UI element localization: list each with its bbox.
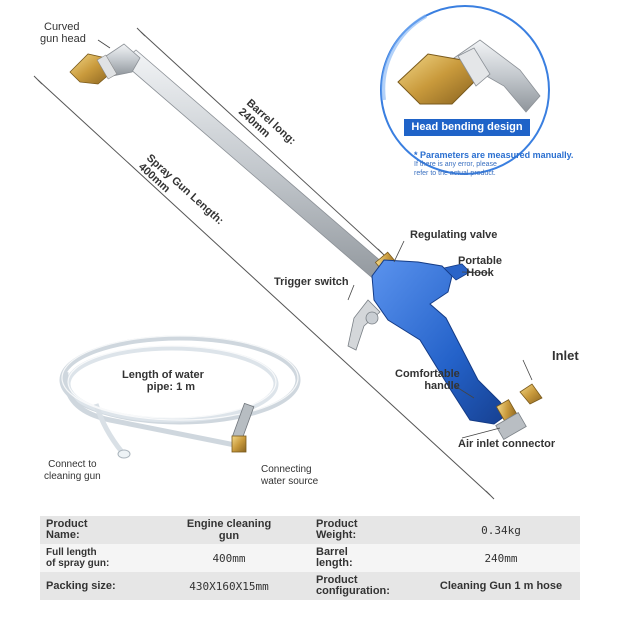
label-pointers xyxy=(97,39,533,439)
water-source-connector xyxy=(231,402,255,453)
connecting-water-source-label: Connecting water source xyxy=(261,464,318,488)
comfortable-handle-line-2: handle xyxy=(424,380,460,392)
spec-key: Product configuration: xyxy=(310,572,422,600)
spec-value: Cleaning Gun 1 m hose xyxy=(422,572,580,600)
spec-key: Product Weight: xyxy=(310,516,422,544)
curved-gun-head-label: Curved gun head xyxy=(40,21,86,45)
spec-key: Full length of spray gun: xyxy=(40,544,148,572)
head-bending-design-title: Head bending design xyxy=(404,119,530,136)
water-hose-highlights xyxy=(61,335,299,421)
portable-hook-line-2: Hook xyxy=(466,267,494,279)
water-source-line-2: water source xyxy=(261,476,319,487)
hose-open-end xyxy=(117,449,131,459)
spec-key-line: length: xyxy=(316,557,353,569)
inlet-label: Inlet xyxy=(552,348,579,363)
connect-gun-line-1: Connect to xyxy=(48,459,97,470)
gun-body xyxy=(347,259,509,425)
curved-gun-head-nozzle xyxy=(69,53,118,85)
comfortable-handle-line-1: Comfortable xyxy=(395,368,460,380)
spec-key-line: Product xyxy=(316,574,358,586)
spec-key-line: Barrel xyxy=(316,546,348,558)
comfortable-handle-label: Comfortable handle xyxy=(395,368,460,392)
regulating-valve-label: Regulating valve xyxy=(410,229,498,241)
spec-key-line: Product xyxy=(46,518,88,530)
spec-key: Barrel length: xyxy=(310,544,422,572)
portable-hook-line-1: Portable xyxy=(458,255,503,267)
spec-key-line: Name: xyxy=(46,529,80,541)
water-pipe-line-1: Length of water xyxy=(122,369,204,381)
spec-value: Engine cleaning gun xyxy=(148,516,310,544)
spec-key: Product Name: xyxy=(40,516,148,544)
water-pipe-length-label: Length of water pipe: 1 m xyxy=(122,369,204,393)
water-hose xyxy=(59,335,301,454)
spec-key-line: Product xyxy=(316,518,358,530)
curved-gun-head-line-2: gun head xyxy=(40,33,86,45)
spec-key-line: Full length xyxy=(46,547,97,558)
table-row: Product Name: Engine cleaning gun Produc… xyxy=(40,516,580,544)
spec-key-line: configuration: xyxy=(316,585,390,597)
air-inlet-connector-label: Air inlet connector xyxy=(458,438,556,450)
water-source-line-1: Connecting xyxy=(261,464,312,475)
water-pipe-line-2: pipe: 1 m xyxy=(146,381,196,393)
measurement-note: * Parameters are measured manually. If t… xyxy=(414,150,573,178)
portable-hook-label: Portable Hook xyxy=(458,255,502,279)
spec-key-line: Weight: xyxy=(316,529,357,541)
spec-key-line: of spray gun: xyxy=(46,558,110,569)
air-inlet-connector xyxy=(495,383,543,440)
spec-value: 240mm xyxy=(422,544,580,572)
spec-value: 430X160X15mm xyxy=(148,572,310,600)
curved-gun-head-line-1: Curved xyxy=(44,21,80,33)
specs-table: Product Name: Engine cleaning gun Produc… xyxy=(40,516,580,600)
trigger-switch-label: Trigger switch xyxy=(274,276,349,288)
spec-value-line: gun xyxy=(218,530,240,542)
note-line-2: If there is any error, please xyxy=(414,161,497,168)
note-line-3: refer to the actual product. xyxy=(414,170,496,177)
barrel-dimension-line xyxy=(136,27,387,258)
connect-gun-line-2: cleaning gun xyxy=(44,471,101,482)
note-line-1: * Parameters are measured manually. xyxy=(414,150,574,160)
spec-key: Packing size: xyxy=(40,572,148,600)
spec-value: 0.34kg xyxy=(422,516,580,544)
table-row: Packing size: 430X160X15mm Product confi… xyxy=(40,572,580,600)
spec-value-line: Engine cleaning xyxy=(186,518,272,530)
connect-to-cleaning-gun-label: Connect to cleaning gun xyxy=(44,459,101,483)
spec-value: 400mm xyxy=(148,544,310,572)
head-detail-callout xyxy=(380,5,550,175)
table-row: Full length of spray gun: 400mm Barrel l… xyxy=(40,544,580,572)
spray-gun-length-dimension-line xyxy=(33,75,495,500)
